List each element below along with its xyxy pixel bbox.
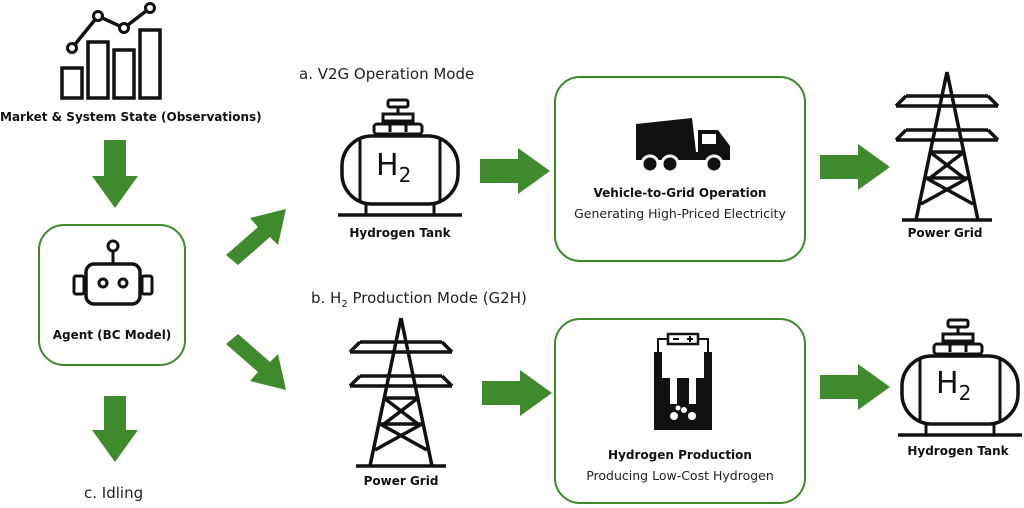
g2h-process-title: Hydrogen Production [608,448,752,462]
v2g-source-label: Hydrogen Tank [349,226,451,240]
power-tower-icon [894,71,1000,222]
v2g-process-box: Vehicle-to-Grid Operation Generating Hig… [554,76,806,262]
tank-symbol-main: H [376,148,399,183]
mode-c-title: c. Idling [84,484,144,502]
arrow-down-agent-to-idling [92,396,138,462]
power-tower-icon [348,317,454,468]
mode-b-title-prefix: b. H [311,289,342,307]
mode-b-title-suffix: Production Mode (G2H) [347,289,527,307]
mode-a-title: a. V2G Operation Mode [299,65,475,83]
arrow-agent-to-v2g [226,209,286,265]
tank-symbol-sub: 2 [398,163,412,187]
mode-b-title: b. H2 Production Mode (G2H) [311,289,527,310]
arrow-agent-to-g2h [226,334,286,390]
arrow-right-v2g-to-grid [820,144,890,190]
agent-box: Agent (BC Model) [38,224,186,366]
truck-icon [636,118,730,174]
tank-symbol-sub: 2 [958,381,972,405]
hydrogen-tank-icon [898,318,1022,437]
g2h-target-label: Hydrogen Tank [907,444,1009,458]
arrow-right-tank-to-v2g [480,148,550,194]
electrolyzer-icon [654,332,712,430]
tank-symbol-a: H2 [376,148,411,187]
robot-icon [72,239,154,306]
g2h-process-subtitle: Producing Low-Cost Hydrogen [586,468,774,483]
hydrogen-tank-icon [338,98,462,217]
tank-symbol-main: H [936,366,959,401]
v2g-target-label: Power Grid [907,226,983,240]
v2g-process-subtitle: Generating High-Priced Electricity [574,206,786,221]
observations-label: Market & System State (Observations) [0,110,262,124]
arrow-right-grid-to-g2h [482,370,552,416]
bar-chart-trend-icon [60,2,162,100]
v2g-process-title: Vehicle-to-Grid Operation [593,186,767,200]
agent-label: Agent (BC Model) [52,328,172,342]
tank-symbol-b: H2 [936,366,971,405]
arrow-right-g2h-to-tank [820,364,890,410]
g2h-source-label: Power Grid [363,474,439,488]
g2h-process-box: Hydrogen Production Producing Low-Cost H… [554,318,806,504]
arrow-down-observations-to-agent [92,140,138,208]
mode-b-title-sub: 2 [341,299,348,310]
